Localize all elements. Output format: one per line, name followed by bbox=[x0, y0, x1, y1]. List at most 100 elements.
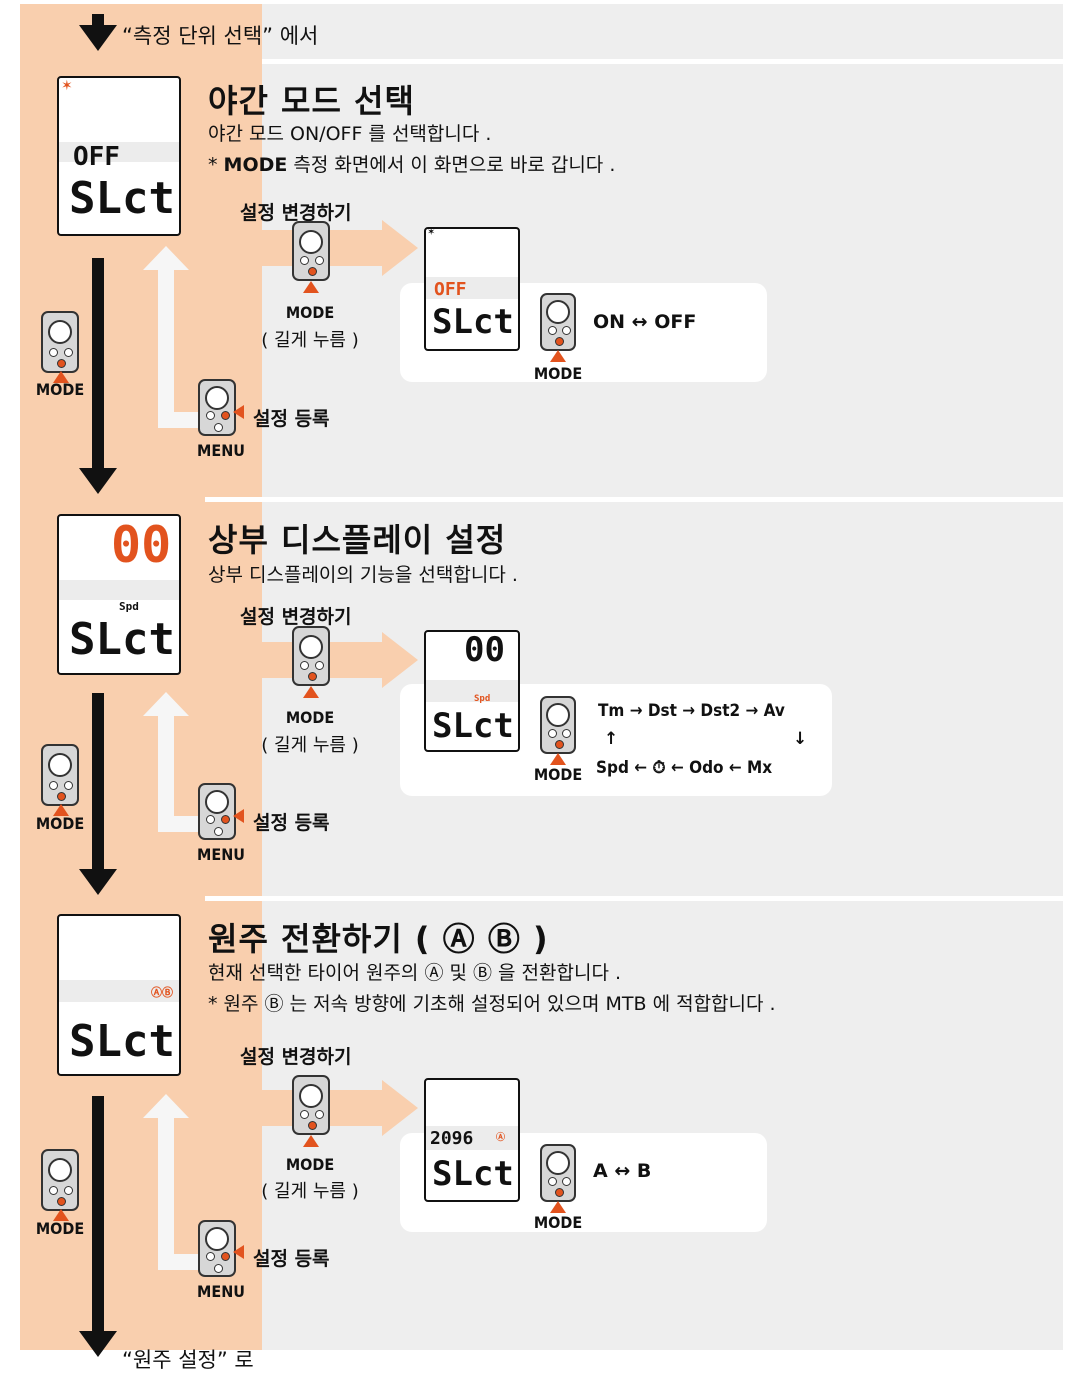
change-setting-label: 설정 변경하기 bbox=[240, 606, 352, 628]
press-arrow-icon bbox=[233, 809, 244, 823]
flow-bottom: Spd ← ⏱ ← Odo ← Mx bbox=[596, 758, 773, 778]
up-arrow-icon bbox=[143, 1094, 189, 1118]
press-arrow-icon bbox=[550, 753, 566, 765]
register-label: 설정 등록 bbox=[253, 1248, 330, 1270]
register-label: 설정 등록 bbox=[253, 812, 330, 834]
change-setting-label: 설정 변경하기 bbox=[240, 202, 352, 224]
device-button-icon bbox=[292, 221, 330, 281]
top-note: “측정 단위 선택” 에서 bbox=[122, 24, 319, 48]
press-arrow-icon bbox=[550, 1201, 566, 1213]
device-button-icon bbox=[540, 1144, 576, 1202]
flow-down-arrow: ↓ bbox=[793, 729, 808, 749]
section-desc: 야간 모드 ON/OFF 를 선택합니다 . bbox=[208, 123, 492, 145]
press-arrow-icon bbox=[303, 686, 319, 698]
lcd-slct-text: SLct bbox=[69, 173, 175, 224]
device-button-icon bbox=[41, 744, 79, 806]
lcd-screen: 2096 Ⓐ SLct bbox=[424, 1078, 520, 1202]
menu-button-label: MENU bbox=[197, 1282, 245, 1301]
press-arrow-icon bbox=[53, 1209, 69, 1221]
section-title: 상부 디스플레이 설정 bbox=[208, 521, 507, 559]
mode-button-label: MODE bbox=[35, 380, 85, 399]
menu-button-label: MENU bbox=[197, 441, 245, 460]
flow-up-arrow: ↑ bbox=[604, 729, 619, 749]
device-button-icon bbox=[198, 1220, 236, 1277]
lcd-screen: 00 Spd SLct bbox=[424, 630, 520, 752]
section-desc: 상부 디스플레이의 기능을 선택합니다 . bbox=[208, 564, 518, 586]
lcd-spd-text: Spd bbox=[474, 694, 491, 704]
lcd-zero-text: 00 bbox=[464, 630, 505, 670]
menu-button-label: MENU bbox=[197, 845, 245, 864]
mode-button-label: MODE bbox=[533, 364, 583, 383]
lcd-slct-text: SLct bbox=[69, 1016, 175, 1067]
up-arrow-icon bbox=[143, 692, 189, 716]
lcd-slct-text: SLct bbox=[432, 706, 514, 746]
mode-button-label: MODE bbox=[533, 1213, 583, 1232]
lcd-off-text: OFF bbox=[73, 142, 120, 172]
down-arrow-icon bbox=[79, 1331, 117, 1357]
mode-button-label: MODE bbox=[533, 765, 583, 784]
toggle-label: A ↔ B bbox=[593, 1160, 652, 1182]
return-line bbox=[158, 412, 200, 428]
device-button-icon bbox=[41, 311, 79, 373]
mode-button-label: MODE bbox=[285, 303, 335, 322]
divider bbox=[262, 59, 1063, 64]
mode-button-label: MODE bbox=[285, 1155, 335, 1174]
down-arrow-icon bbox=[79, 869, 117, 895]
lcd-screen: ⒶⒷ SLct bbox=[57, 914, 181, 1076]
mode-button-label: MODE bbox=[285, 708, 335, 727]
return-line bbox=[158, 1117, 174, 1270]
lcd-off-text: OFF bbox=[434, 279, 467, 300]
press-arrow-icon bbox=[303, 1135, 319, 1147]
device-button-icon bbox=[41, 1149, 79, 1211]
lcd-zero-text: 00 bbox=[111, 516, 172, 574]
up-arrow-icon bbox=[143, 246, 189, 270]
flow-line bbox=[92, 258, 104, 468]
press-arrow-icon bbox=[53, 804, 69, 816]
right-arrow-icon bbox=[382, 632, 418, 688]
flow-line bbox=[92, 1096, 104, 1331]
divider bbox=[205, 497, 1063, 502]
lcd-screen: ✶ OFF SLct bbox=[57, 76, 181, 236]
device-button-icon bbox=[540, 293, 576, 351]
right-arrow-icon bbox=[382, 1080, 418, 1136]
press-arrow-icon bbox=[53, 371, 69, 383]
device-button-icon bbox=[292, 1075, 330, 1135]
mode-button-label: MODE bbox=[35, 1219, 85, 1238]
lcd-screen: 00 Spd SLct bbox=[57, 514, 181, 675]
toggle-label: ON ↔ OFF bbox=[593, 311, 697, 333]
return-line bbox=[158, 265, 174, 428]
press-arrow-icon bbox=[233, 1245, 244, 1259]
long-press-label: ( 길게 누름 ) bbox=[261, 330, 359, 351]
mode-button-label: MODE bbox=[35, 814, 85, 833]
right-arrow-icon bbox=[382, 220, 418, 276]
register-label: 설정 등록 bbox=[253, 408, 330, 430]
divider bbox=[205, 896, 1063, 901]
device-button-icon bbox=[292, 626, 330, 686]
device-button-icon bbox=[198, 783, 236, 840]
section-note: * MODE 측정 화면에서 이 화면으로 바로 갑니다 . bbox=[208, 154, 616, 176]
lcd-slct-text: SLct bbox=[69, 614, 175, 665]
lcd-a-indicator: Ⓐ bbox=[496, 1133, 506, 1143]
long-press-label: ( 길게 누름 ) bbox=[261, 1181, 359, 1202]
device-button-icon bbox=[540, 696, 576, 754]
change-setting-label: 설정 변경하기 bbox=[240, 1046, 352, 1068]
lcd-wheel-text: 2096 bbox=[430, 1128, 474, 1149]
device-button-icon bbox=[198, 379, 236, 436]
section-title: 야간 모드 선택 bbox=[208, 82, 415, 120]
flow-top: Tm → Dst → Dst2 → Av bbox=[598, 701, 785, 721]
return-line bbox=[158, 1254, 200, 1270]
lcd-screen: ✶ OFF SLct bbox=[424, 227, 520, 351]
down-arrow-icon bbox=[79, 468, 117, 494]
return-line bbox=[158, 715, 174, 832]
return-line bbox=[158, 816, 200, 832]
down-arrow-icon bbox=[79, 14, 117, 51]
bottom-note: “원주 설정” 로 bbox=[122, 1348, 254, 1372]
sun-icon: ✶ bbox=[427, 227, 436, 238]
lcd-slct-text: SLct bbox=[432, 302, 514, 342]
section-note: * 원주 Ⓑ 는 저속 방향에 기초해 설정되어 있으며 MTB 에 적합합니다… bbox=[208, 993, 776, 1015]
press-arrow-icon bbox=[233, 405, 244, 419]
section-title: 원주 전환하기 ( Ⓐ Ⓑ ) bbox=[208, 920, 549, 958]
section-desc: 현재 선택한 타이어 원주의 Ⓐ 및 Ⓑ 을 전환합니다 . bbox=[208, 962, 622, 984]
lcd-spd-text: Spd bbox=[119, 600, 139, 613]
sun-icon: ✶ bbox=[61, 78, 73, 94]
